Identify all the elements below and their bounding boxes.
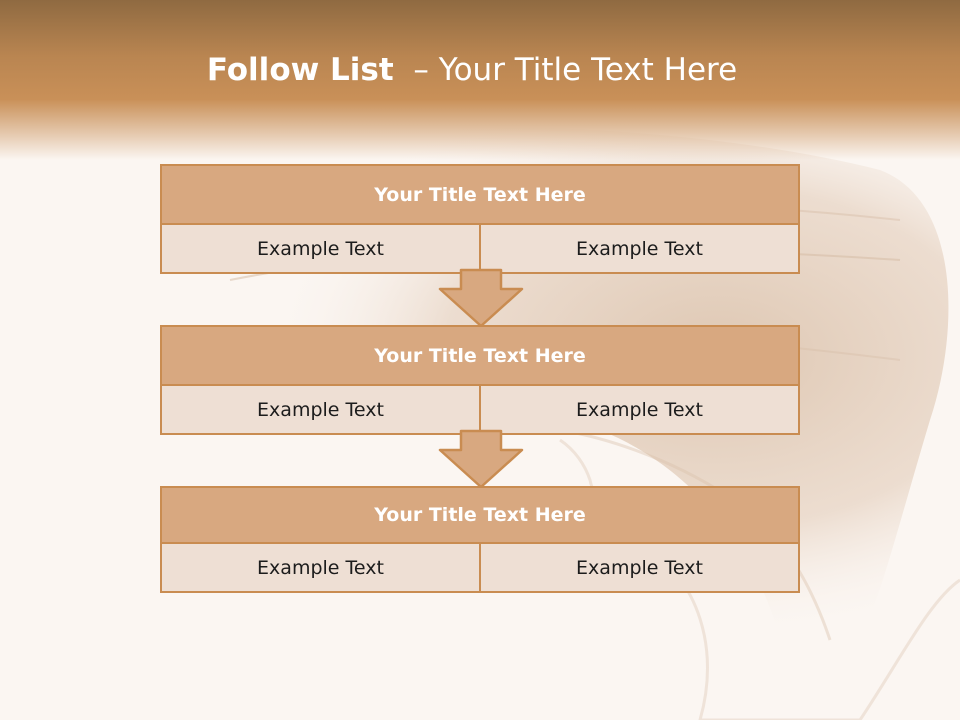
header-band xyxy=(0,0,960,160)
step-block-1: Your Title Text Here Example Text Exampl… xyxy=(160,164,800,274)
step-title: Your Title Text Here xyxy=(162,327,798,386)
step-cell-right: Example Text xyxy=(479,386,798,433)
step-cell-left: Example Text xyxy=(257,237,384,260)
slide-title-bold: Follow List xyxy=(206,52,394,88)
down-arrow-icon xyxy=(438,429,524,489)
step-block-3: Your Title Text Here Example Text Exampl… xyxy=(160,486,800,593)
slide-title-rest: – Your Title Text Here xyxy=(393,52,738,88)
step-cell-left: Example Text xyxy=(257,398,384,421)
step-cell-left: Example Text xyxy=(257,556,384,579)
step-title: Your Title Text Here xyxy=(162,488,798,544)
down-arrow-icon xyxy=(438,268,524,328)
step-row: Example Text Example Text xyxy=(162,225,798,272)
step-title: Your Title Text Here xyxy=(162,166,798,225)
step-row: Example Text Example Text xyxy=(162,386,798,433)
step-block-2: Your Title Text Here Example Text Exampl… xyxy=(160,325,800,435)
step-cell-right: Example Text xyxy=(479,225,798,272)
step-row: Example Text Example Text xyxy=(162,544,798,591)
slide-title: Follow List – Your Title Text Here xyxy=(0,52,944,88)
step-cell-right: Example Text xyxy=(479,544,798,591)
